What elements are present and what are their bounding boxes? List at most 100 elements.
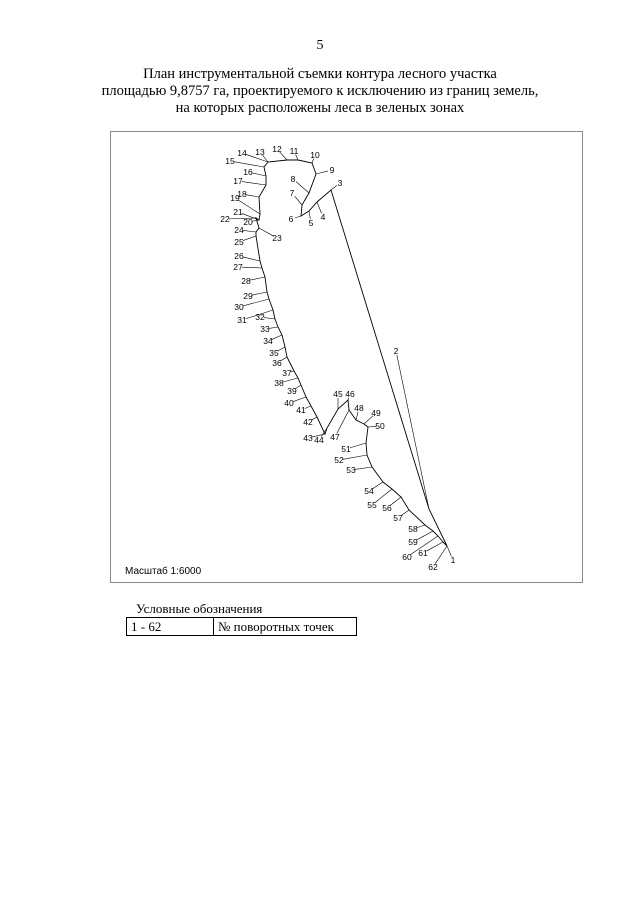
point-leader-line (316, 201, 322, 214)
turning-point-label: 33 (260, 324, 270, 334)
turning-point-label: 44 (314, 435, 324, 445)
point-leader-line (277, 346, 286, 352)
turning-point-label: 18 (237, 189, 247, 199)
turning-point-label: 54 (364, 486, 374, 496)
turning-point-label: 40 (284, 398, 294, 408)
turning-point-label: 56 (382, 503, 392, 513)
point-leader-line (354, 466, 373, 470)
point-leader-line (295, 181, 310, 194)
turning-point-label: 43 (303, 433, 313, 443)
turning-point-label: 9 (330, 165, 335, 175)
turning-point-label: 34 (263, 336, 273, 346)
turning-point-label: 3 (338, 178, 343, 188)
point-leader-line (363, 415, 374, 425)
point-leader-line (410, 535, 439, 556)
point-leader-line (249, 276, 266, 281)
turning-point-label: 60 (402, 552, 412, 562)
turning-point-label: 62 (428, 562, 438, 572)
legend-meaning: № поворотных точек (213, 617, 357, 636)
turning-point-label: 55 (367, 500, 377, 510)
turning-point-label: 36 (272, 358, 282, 368)
turning-point-label: 39 (287, 386, 297, 396)
point-leader-line (280, 356, 288, 362)
turning-point-label: 16 (243, 167, 253, 177)
point-leader-line (258, 227, 274, 237)
scale-label: Масштаб 1:6000 (125, 566, 202, 577)
point-leader-line (401, 509, 410, 516)
point-leader-line (294, 195, 303, 206)
point-leader-line (372, 481, 384, 490)
point-leader-line (311, 158, 314, 164)
turning-point-label: 59 (408, 537, 418, 547)
turning-point-label: 19 (230, 193, 240, 203)
point-leader-line (396, 354, 430, 510)
turning-point-label: 4 (321, 212, 326, 222)
turning-point-label: 14 (237, 148, 247, 158)
point-leader-line (304, 405, 312, 409)
turning-point-label: 24 (234, 225, 244, 235)
point-leader-line (241, 266, 263, 269)
point-leader-line (245, 309, 274, 320)
turning-point-label: 49 (371, 408, 381, 418)
turning-point-label: 21 (233, 207, 243, 217)
point-leader-line (389, 496, 402, 506)
legend-table: 1 - 62 № поворотных точек (126, 617, 357, 636)
turning-point-label: 26 (234, 251, 244, 261)
point-leader-line (336, 409, 350, 434)
point-leader-line (233, 161, 265, 168)
legend-row: 1 - 62 № поворотных точек (126, 617, 357, 636)
turning-point-label: 22 (220, 214, 230, 224)
turning-point-label: 12 (272, 144, 282, 154)
point-leader-line (342, 454, 368, 460)
point-leader-line (245, 194, 260, 198)
point-leader-line (294, 215, 302, 219)
point-leader-line (251, 172, 267, 177)
point-leader-line (282, 377, 299, 383)
turning-point-label: 30 (234, 302, 244, 312)
page-number: 5 (316, 38, 324, 53)
turning-point-label: 32 (255, 312, 265, 322)
point-leader-line (290, 370, 295, 373)
legend-caption: Условные обозначения (136, 601, 263, 616)
turning-point-label: 29 (243, 291, 253, 301)
point-leader-line (242, 235, 257, 241)
turning-point-label: 48 (354, 403, 364, 413)
point-leader-line (241, 213, 260, 221)
turning-point-label: 28 (241, 276, 251, 286)
point-leader-line (295, 384, 302, 390)
point-leader-line (347, 397, 350, 401)
point-leader-line (242, 230, 257, 233)
turning-point-label: 41 (296, 405, 306, 415)
turning-point-label: 27 (233, 262, 243, 272)
turning-point-label: 31 (237, 315, 247, 325)
point-leader-line (426, 541, 444, 552)
point-leader-line (271, 334, 283, 340)
document-title: План инструментальной съемки контура лес… (60, 66, 580, 117)
point-leader-line (308, 210, 311, 220)
point-leader-line (295, 154, 299, 161)
turning-point-label: 38 (274, 378, 284, 388)
turning-point-label: 17 (233, 176, 243, 186)
title-line-1: План инструментальной съемки контура лес… (143, 66, 497, 82)
turning-point-label: 8 (291, 174, 296, 184)
turning-point-label: 61 (418, 548, 428, 558)
point-leader-line (262, 154, 269, 163)
point-leader-line (434, 545, 448, 564)
turning-point-label: 42 (303, 417, 313, 427)
turning-point-label: 57 (393, 513, 403, 523)
contour-boundary (255, 159, 448, 547)
turning-point-label: 35 (269, 348, 279, 358)
point-leader-line (268, 326, 279, 329)
point-leader-line (416, 524, 426, 529)
turning-point-label: 50 (375, 421, 385, 431)
point-leader-line (315, 170, 329, 175)
turning-point-label: 13 (255, 147, 265, 157)
turning-point-label: 37 (282, 368, 292, 378)
point-leader-line (279, 151, 288, 161)
point-leader-line (263, 317, 276, 320)
turning-point-label: 10 (310, 150, 320, 160)
point-leader-line (242, 256, 261, 262)
turning-point-label: 20 (243, 217, 253, 227)
point-leader-line (446, 545, 452, 557)
